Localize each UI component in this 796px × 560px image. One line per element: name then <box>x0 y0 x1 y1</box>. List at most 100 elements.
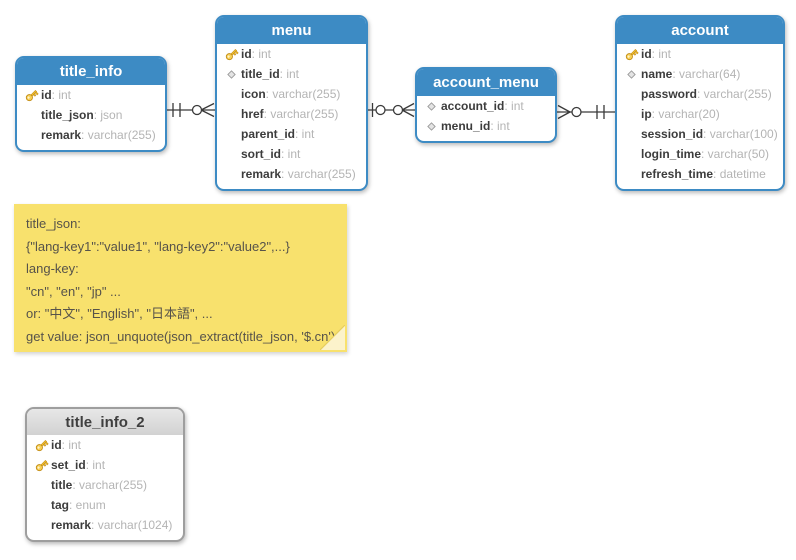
relationship-menu-account_menu[interactable] <box>368 102 415 118</box>
table-row[interactable]: title_id: int <box>221 64 362 84</box>
crow-foot-many <box>200 102 215 118</box>
table-row[interactable]: remark: varchar(1024) <box>31 515 179 535</box>
blank-icon <box>621 106 641 122</box>
table-row[interactable]: refresh_time: datetime <box>621 164 779 184</box>
note-line: get value: json_unquote(json_extract(tit… <box>26 328 336 344</box>
relationship-account_menu-account[interactable] <box>557 104 615 120</box>
crow-foot-many <box>401 102 415 118</box>
table-row[interactable]: href: varchar(255) <box>221 104 362 124</box>
field-type: : varchar(50) <box>701 147 770 161</box>
blank-icon <box>221 86 241 102</box>
crow-foot-many <box>557 104 571 120</box>
table-row[interactable]: id: int <box>21 85 161 105</box>
table-row[interactable]: tag: enum <box>31 495 179 515</box>
table-title: menu <box>271 22 312 39</box>
table-row[interactable]: login_time: varchar(50) <box>621 144 779 164</box>
field-type: : int <box>504 99 524 113</box>
field-name: id <box>51 438 62 452</box>
table-row[interactable]: id: int <box>621 44 779 64</box>
blank-icon <box>221 106 241 122</box>
field-type: : json <box>93 108 123 122</box>
diamond-icon <box>621 66 641 82</box>
table-row[interactable]: session_id: varchar(100) <box>621 124 779 144</box>
blank-icon <box>31 497 51 513</box>
note-fold-corner-icon <box>320 325 345 350</box>
table-row[interactable]: icon: varchar(255) <box>221 84 362 104</box>
table-header[interactable]: title_info_2 <box>27 409 183 435</box>
field-name: id <box>241 47 252 61</box>
table-row[interactable]: title: varchar(255) <box>31 475 179 495</box>
field-name: account_id <box>441 99 505 113</box>
table-header[interactable]: account_menu <box>417 69 555 96</box>
field-type: : int <box>51 88 72 102</box>
cardinality-one-bars <box>596 105 605 119</box>
field-name: ip <box>641 107 652 121</box>
relationship-title_info-menu[interactable] <box>167 102 215 118</box>
table-row[interactable]: parent_id: int <box>221 124 362 144</box>
field-type: : varchar(255) <box>72 478 148 492</box>
table-title: title_info_2 <box>65 413 145 431</box>
blank-icon <box>221 126 241 142</box>
table-header[interactable]: title_info <box>17 58 165 85</box>
field-type: : int <box>85 458 106 472</box>
field-name: parent_id <box>241 127 296 141</box>
table-row[interactable]: name: varchar(64) <box>621 64 779 84</box>
field-type: : int <box>61 438 82 452</box>
table-row[interactable]: set_id: int <box>31 455 179 475</box>
table-row[interactable]: menu_id: int <box>421 116 551 136</box>
table-header[interactable]: menu <box>217 17 366 44</box>
table-row[interactable]: remark: varchar(255) <box>21 125 161 145</box>
table-header[interactable]: account <box>617 17 783 44</box>
table-row[interactable]: remark: varchar(255) <box>221 164 362 184</box>
field-type: : int <box>279 67 300 81</box>
field-name: sort_id <box>241 147 282 161</box>
blank-icon <box>221 166 241 182</box>
note-line: lang-key: <box>26 261 79 277</box>
diamond-icon <box>421 118 441 134</box>
field-type: : datetime <box>713 167 766 181</box>
field-name: tag <box>51 498 69 512</box>
table-title: account <box>671 22 729 39</box>
field-name: set_id <box>51 458 86 472</box>
field-type: : varchar(255) <box>281 167 356 181</box>
table-row[interactable]: id: int <box>31 435 179 455</box>
table-row[interactable]: id: int <box>221 44 362 64</box>
key-icon <box>221 46 241 62</box>
table-row[interactable]: title_json: json <box>21 105 161 125</box>
field-type: : enum <box>69 498 106 512</box>
field-type: : varchar(20) <box>651 107 720 121</box>
diamond-icon <box>221 66 241 82</box>
table-row[interactable]: ip: varchar(20) <box>621 104 779 124</box>
field-name: menu_id <box>441 119 491 133</box>
field-type: : varchar(255) <box>265 87 341 101</box>
field-type: : int <box>490 119 510 133</box>
table-row[interactable]: account_id: int <box>421 96 551 116</box>
note-line: "cn", "en", "jp" ... <box>26 283 121 299</box>
field-type: : varchar(255) <box>697 87 772 101</box>
field-name: icon <box>241 87 266 101</box>
field-name: password <box>641 87 698 101</box>
field-name: remark <box>51 518 92 532</box>
table-row[interactable]: password: varchar(255) <box>621 84 779 104</box>
table-row[interactable]: sort_id: int <box>221 144 362 164</box>
field-type: : int <box>281 147 301 161</box>
field-type: : varchar(1024) <box>91 518 173 532</box>
blank-icon <box>21 127 41 143</box>
sticky-note[interactable]: title_json: {"lang-key1":"value1", "lang… <box>14 204 347 352</box>
field-name: name <box>641 67 673 81</box>
blank-icon <box>31 477 51 493</box>
field-name: remark <box>241 167 282 181</box>
field-name: session_id <box>641 127 704 141</box>
field-type: : int <box>651 47 672 61</box>
field-name: id <box>41 88 52 102</box>
